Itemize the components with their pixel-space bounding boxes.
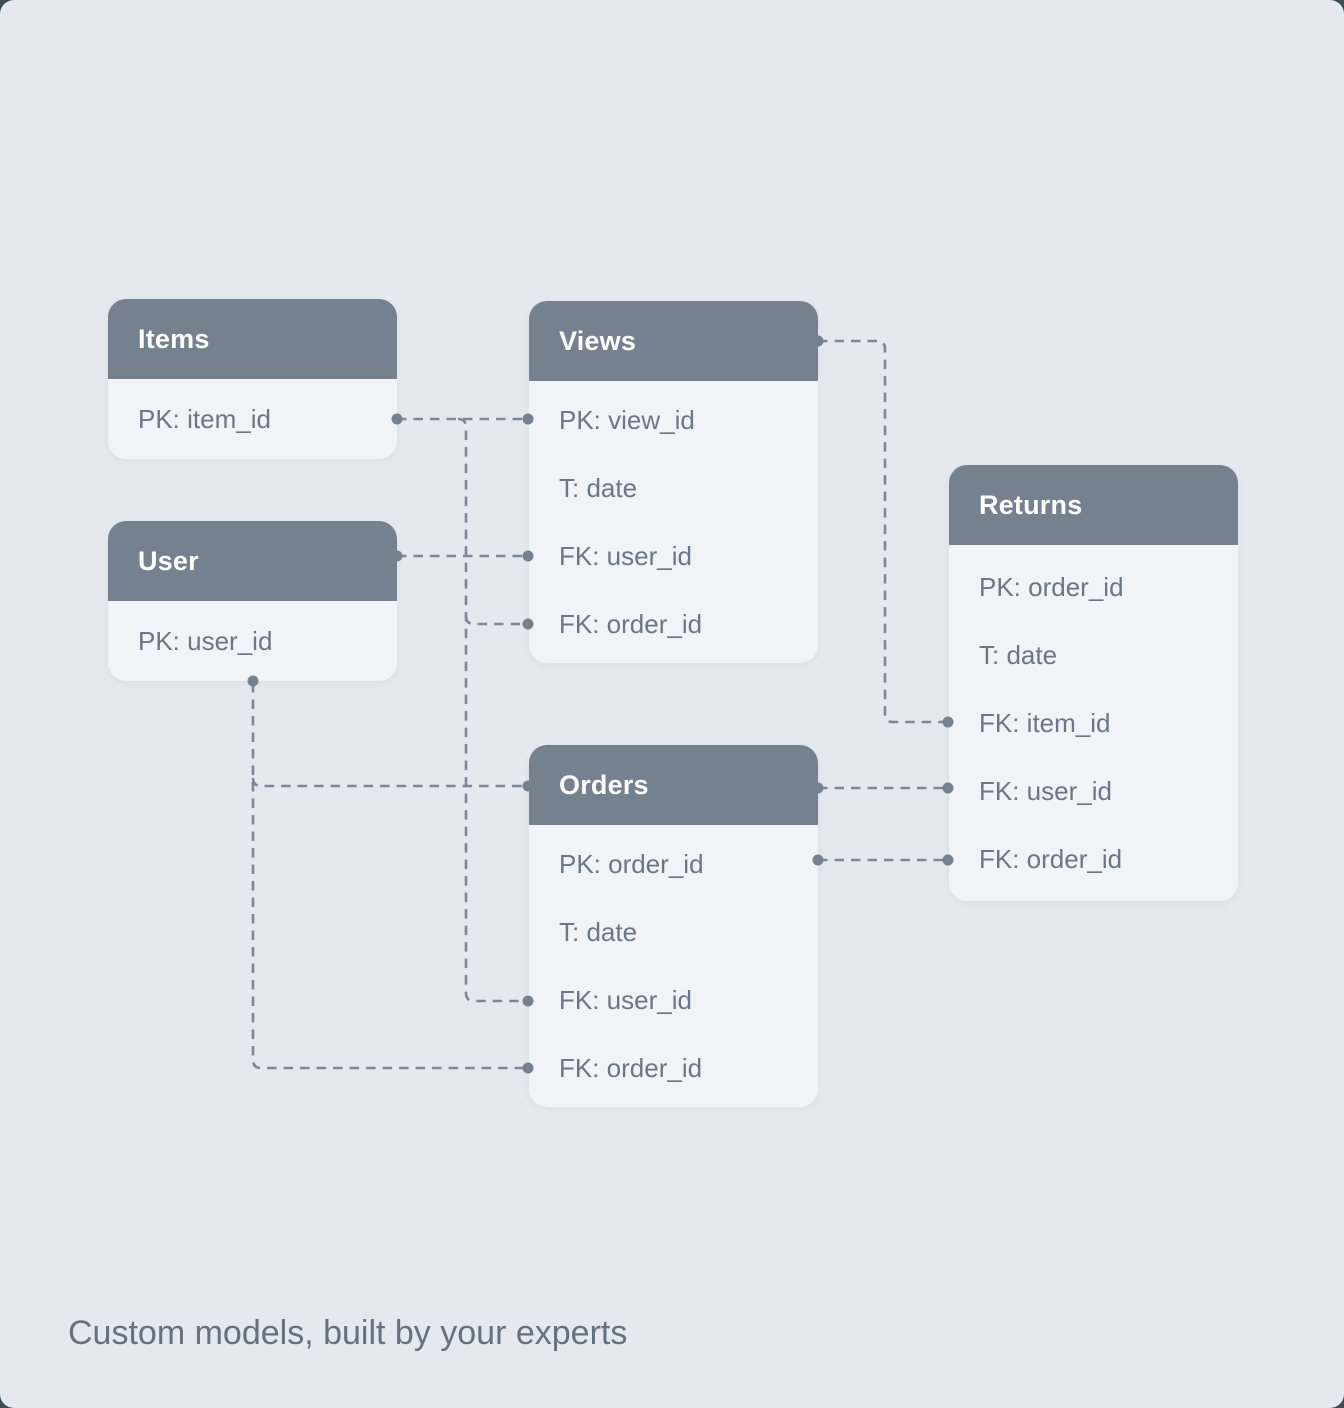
table-row: PK: item_id [138, 403, 271, 434]
table-row: T: date [979, 639, 1058, 670]
table-title: User [138, 545, 199, 576]
table-row: FK: user_id [559, 540, 692, 571]
table-title: Items [138, 323, 210, 354]
table-card-returns: Returns PK: order_id T: date FK: item_id… [949, 465, 1238, 901]
table-row: PK: order_id [979, 571, 1124, 602]
table-row: FK: item_id [979, 707, 1111, 738]
caption-text: Custom models, built by your experts [68, 1314, 628, 1352]
table-title: Views [559, 325, 637, 356]
table-body-user: PK: user_id [108, 601, 397, 681]
table-header-views: Views [529, 301, 818, 381]
table-body-returns: PK: order_id T: date FK: item_id FK: use… [949, 545, 1238, 901]
connector-user-orders-fk-order [251, 683, 529, 1070]
table-row: T: date [559, 916, 638, 947]
table-card-views: Views PK: view_id T: date FK: user_id FK… [529, 301, 818, 663]
table-body-views: PK: view_id T: date FK: user_id FK: orde… [529, 381, 818, 663]
connector-views-returns-fk-item [818, 339, 949, 724]
table-card-orders: Orders PK: order_id T: date FK: user_id … [529, 745, 818, 1107]
table-card-items: Items PK: item_id [108, 299, 397, 459]
table-title: Returns [979, 489, 1083, 520]
table-row: FK: order_id [559, 608, 703, 639]
table-row: FK: order_id [559, 1052, 703, 1083]
table-row: PK: user_id [138, 625, 273, 656]
table-header-orders: Orders [529, 745, 818, 825]
table-row: FK: user_id [979, 775, 1112, 806]
table-body-orders: PK: order_id T: date FK: user_id FK: ord… [529, 825, 818, 1107]
table-header-user: User [108, 521, 397, 601]
table-row: FK: user_id [559, 984, 692, 1015]
connector-user-orders-header [251, 777, 529, 788]
connector-branch-views-fk-order [464, 615, 529, 626]
table-card-user: User PK: user_id [108, 521, 397, 681]
table-title: Orders [559, 769, 649, 800]
table-header-returns: Returns [949, 465, 1238, 545]
connector-items-orders-fk-user [457, 417, 529, 1003]
table-row: T: date [559, 472, 638, 503]
table-body-items: PK: item_id [108, 379, 397, 459]
table-row: FK: order_id [979, 843, 1123, 874]
table-row: PK: view_id [559, 404, 695, 435]
table-row: PK: order_id [559, 848, 704, 879]
table-header-items: Items [108, 299, 397, 379]
